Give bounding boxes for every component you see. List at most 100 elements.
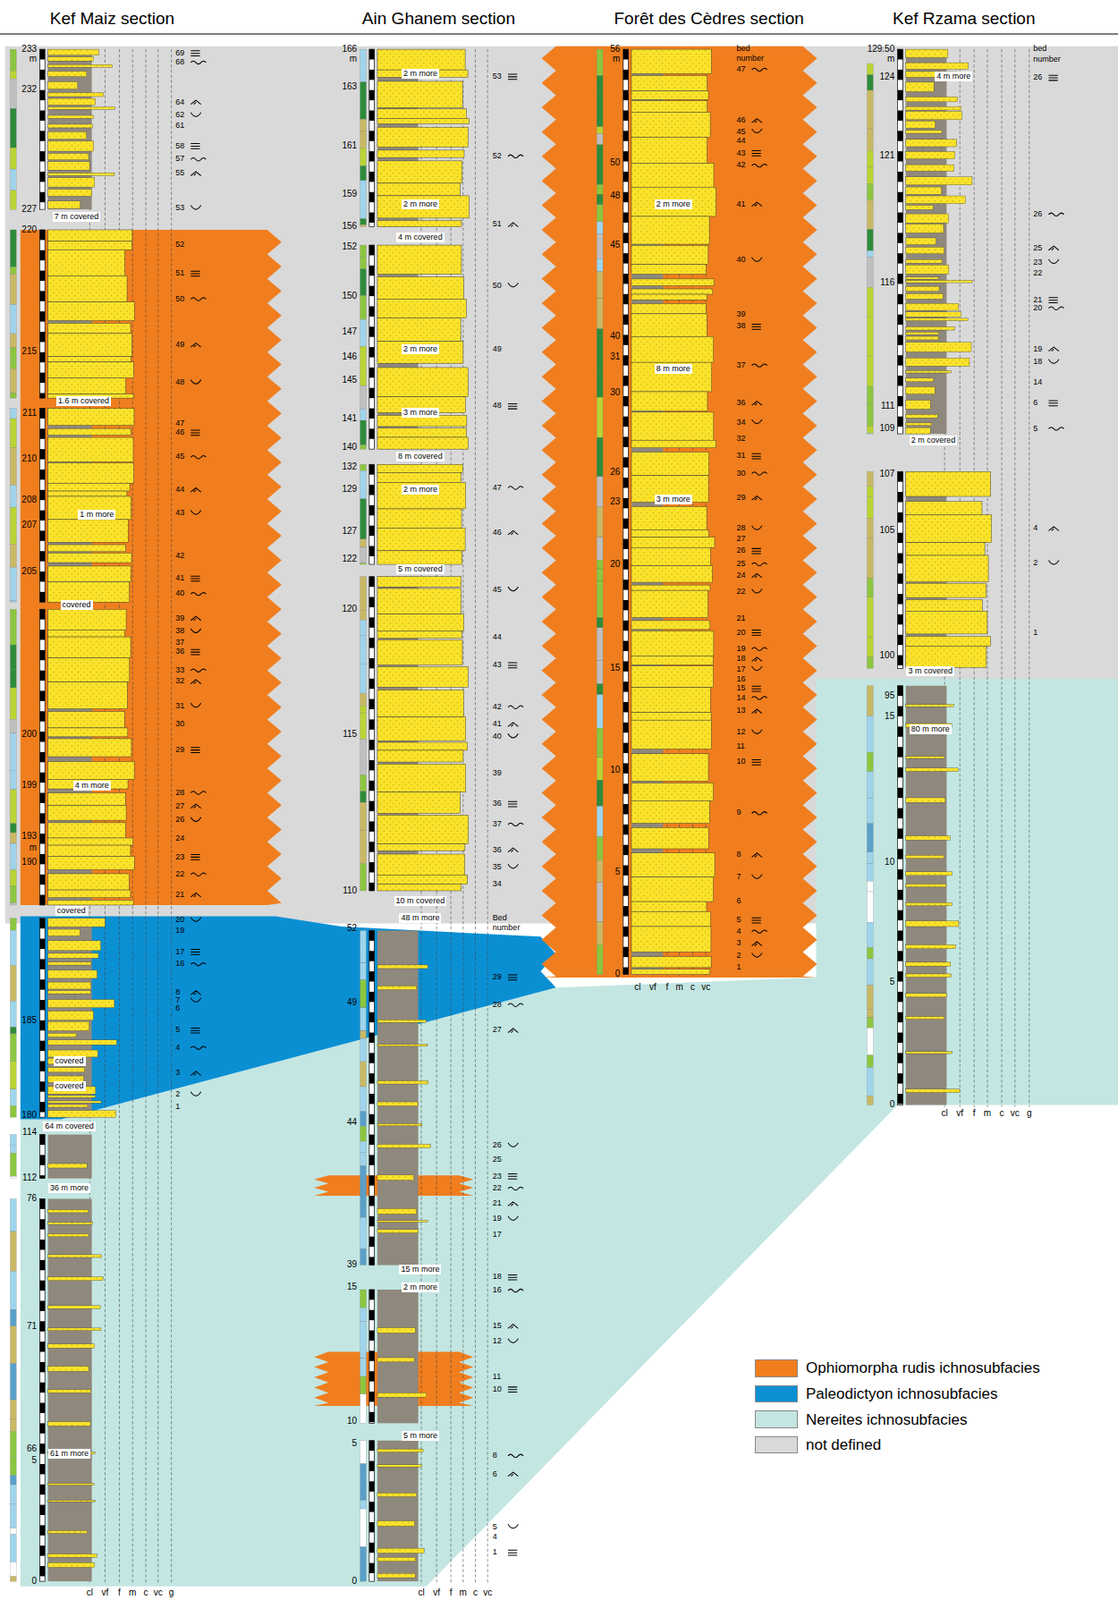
scale-segment [369,991,375,1002]
facies-strip [360,1217,367,1249]
scale-segment [897,151,904,161]
bed-number: 68 [175,58,185,67]
facies-strip [360,470,367,500]
facies-strip [360,693,367,706]
depth-number: 211 [22,408,37,418]
scale-segment [39,352,45,363]
facies-strip [596,397,603,438]
scale-segment [897,273,904,284]
scale-segment [897,746,904,757]
scale-segment [39,1081,45,1092]
trace-fossil-symbol [508,1143,518,1148]
sandstone-bed [377,1548,424,1554]
scale-segment [623,864,629,875]
facies-strip [866,1009,873,1018]
facies-strip [360,147,367,166]
depth-number: m [29,843,37,853]
sandstone-bed [48,929,81,937]
scale-segment [369,326,375,337]
bed-number: 19 [736,644,746,653]
trace-fossil-symbol [752,874,763,880]
bed-number: 47 [175,419,185,428]
bed-number: 25 [736,559,746,568]
sandstone-bed [906,336,940,340]
bed-number: 32 [736,434,746,443]
facies-strip [596,133,603,144]
depth-number: 71 [26,1321,37,1331]
scale-segment [369,1256,375,1265]
scale-segment [39,1101,45,1112]
scale-segment [369,719,375,729]
depth-number: 30 [609,388,620,398]
sandstone-bed [631,529,709,537]
facies-strip [866,863,873,882]
facies-strip [9,485,17,509]
mudstone [377,1440,419,1582]
scale-segment [369,367,375,378]
trace-fossil-symbol [190,510,201,516]
scale-segment [623,232,629,243]
depth-number: 95 [884,691,895,701]
sandstone-bed [48,629,126,637]
scale-segment [39,752,45,763]
gap-note: 2 m more [401,199,440,210]
facies-strip [9,368,17,394]
scale-segment [369,1542,375,1553]
scale-segment [623,559,629,569]
depth-number: 152 [341,242,357,252]
top-rule [0,33,1118,34]
bed-number: 64 [175,98,185,107]
facies-strip [596,757,603,780]
bed-number: 37 [175,638,185,647]
facies-strip [360,1205,367,1219]
sandstone-bed [906,921,959,927]
bed-number: 46 [175,428,185,437]
sandstone-bed [48,918,106,927]
scale-segment [39,731,45,742]
scale-segment [369,428,375,439]
trace-fossil-symbol [752,729,763,735]
sandstone-bed [906,797,946,803]
scale-segment [897,171,904,182]
bed-number: 51 [492,220,502,229]
scale-segment [897,1012,904,1023]
scale-segment [897,294,904,305]
facies-strip [9,1198,17,1232]
scale-segment [39,1154,45,1165]
scale-bar [39,229,45,399]
sandstone-bed [906,279,973,283]
mudstone [48,1134,93,1179]
facies-strip [866,1017,873,1028]
facies-strip [596,537,603,560]
scale-segment [39,999,45,1010]
scale-segment [623,192,629,203]
facies-strip [9,304,17,334]
bed-number: 23 [1033,258,1042,267]
bed-number: 34 [736,418,746,427]
facies-strip [9,719,17,734]
sandstone-bed [631,566,713,583]
sandstone-bed [377,1557,416,1561]
facies-strip [9,169,17,191]
sandstone-bed [48,1067,85,1073]
scale-segment [39,530,45,541]
sandstone-bed [377,965,428,969]
bed-number: 50 [492,281,502,290]
facies-strip [9,1431,17,1457]
sandstone-bed [48,1328,102,1331]
sandstone-bed [48,1210,89,1213]
facies-strip [360,635,367,665]
sandstone-bed [377,118,469,124]
sandstone-bed [48,1234,89,1237]
sandstone-bed [906,636,991,647]
trace-fossil-symbol [190,171,201,177]
sandstone-bed [631,75,708,91]
facies-strip [596,728,603,758]
trace-fossil-symbol [508,1387,517,1393]
facies-strip [360,1030,367,1039]
scale-segment [39,1060,45,1071]
facies-strip [9,1326,17,1364]
gap-note: 1.6 m covered [56,396,111,407]
sandstone-bed [48,189,93,197]
facies-strip [596,194,603,204]
